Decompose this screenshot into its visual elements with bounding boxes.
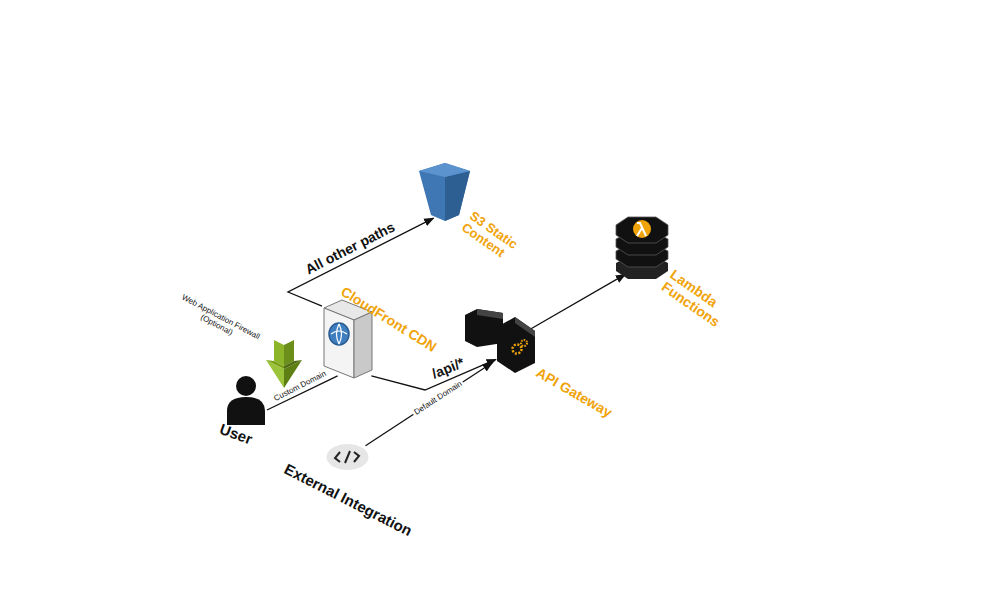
edge-label: All other paths (301, 218, 399, 279)
lambda-icon (614, 215, 670, 281)
service-node: External Integration (325, 443, 370, 471)
service-node: Web Application Firewall (Optional) (266, 340, 302, 388)
firewall-icon (266, 340, 302, 388)
node-label: Web Application Firewall (Optional) (166, 288, 271, 355)
service-node: S3 Static Content (417, 163, 472, 221)
user-icon (225, 375, 267, 425)
gateway-icon (463, 305, 536, 373)
node-label: User (217, 421, 254, 448)
service-node: User (225, 375, 267, 425)
node-label: S3 Static Content (459, 209, 523, 266)
service-node: Lambda Functions (614, 215, 670, 281)
integration-icon (325, 443, 370, 471)
edge-label: /api/* (428, 354, 469, 383)
service-node: API Gateway (463, 305, 536, 373)
service-node: CloudFront CDN (322, 298, 374, 380)
flow-arrow (525, 274, 625, 332)
bucket-icon (417, 163, 472, 221)
flow-arrow (366, 363, 493, 446)
node-label: API Gateway (533, 365, 614, 421)
node-label: External Integration (282, 461, 415, 540)
node-label: Lambda Functions (658, 267, 733, 332)
